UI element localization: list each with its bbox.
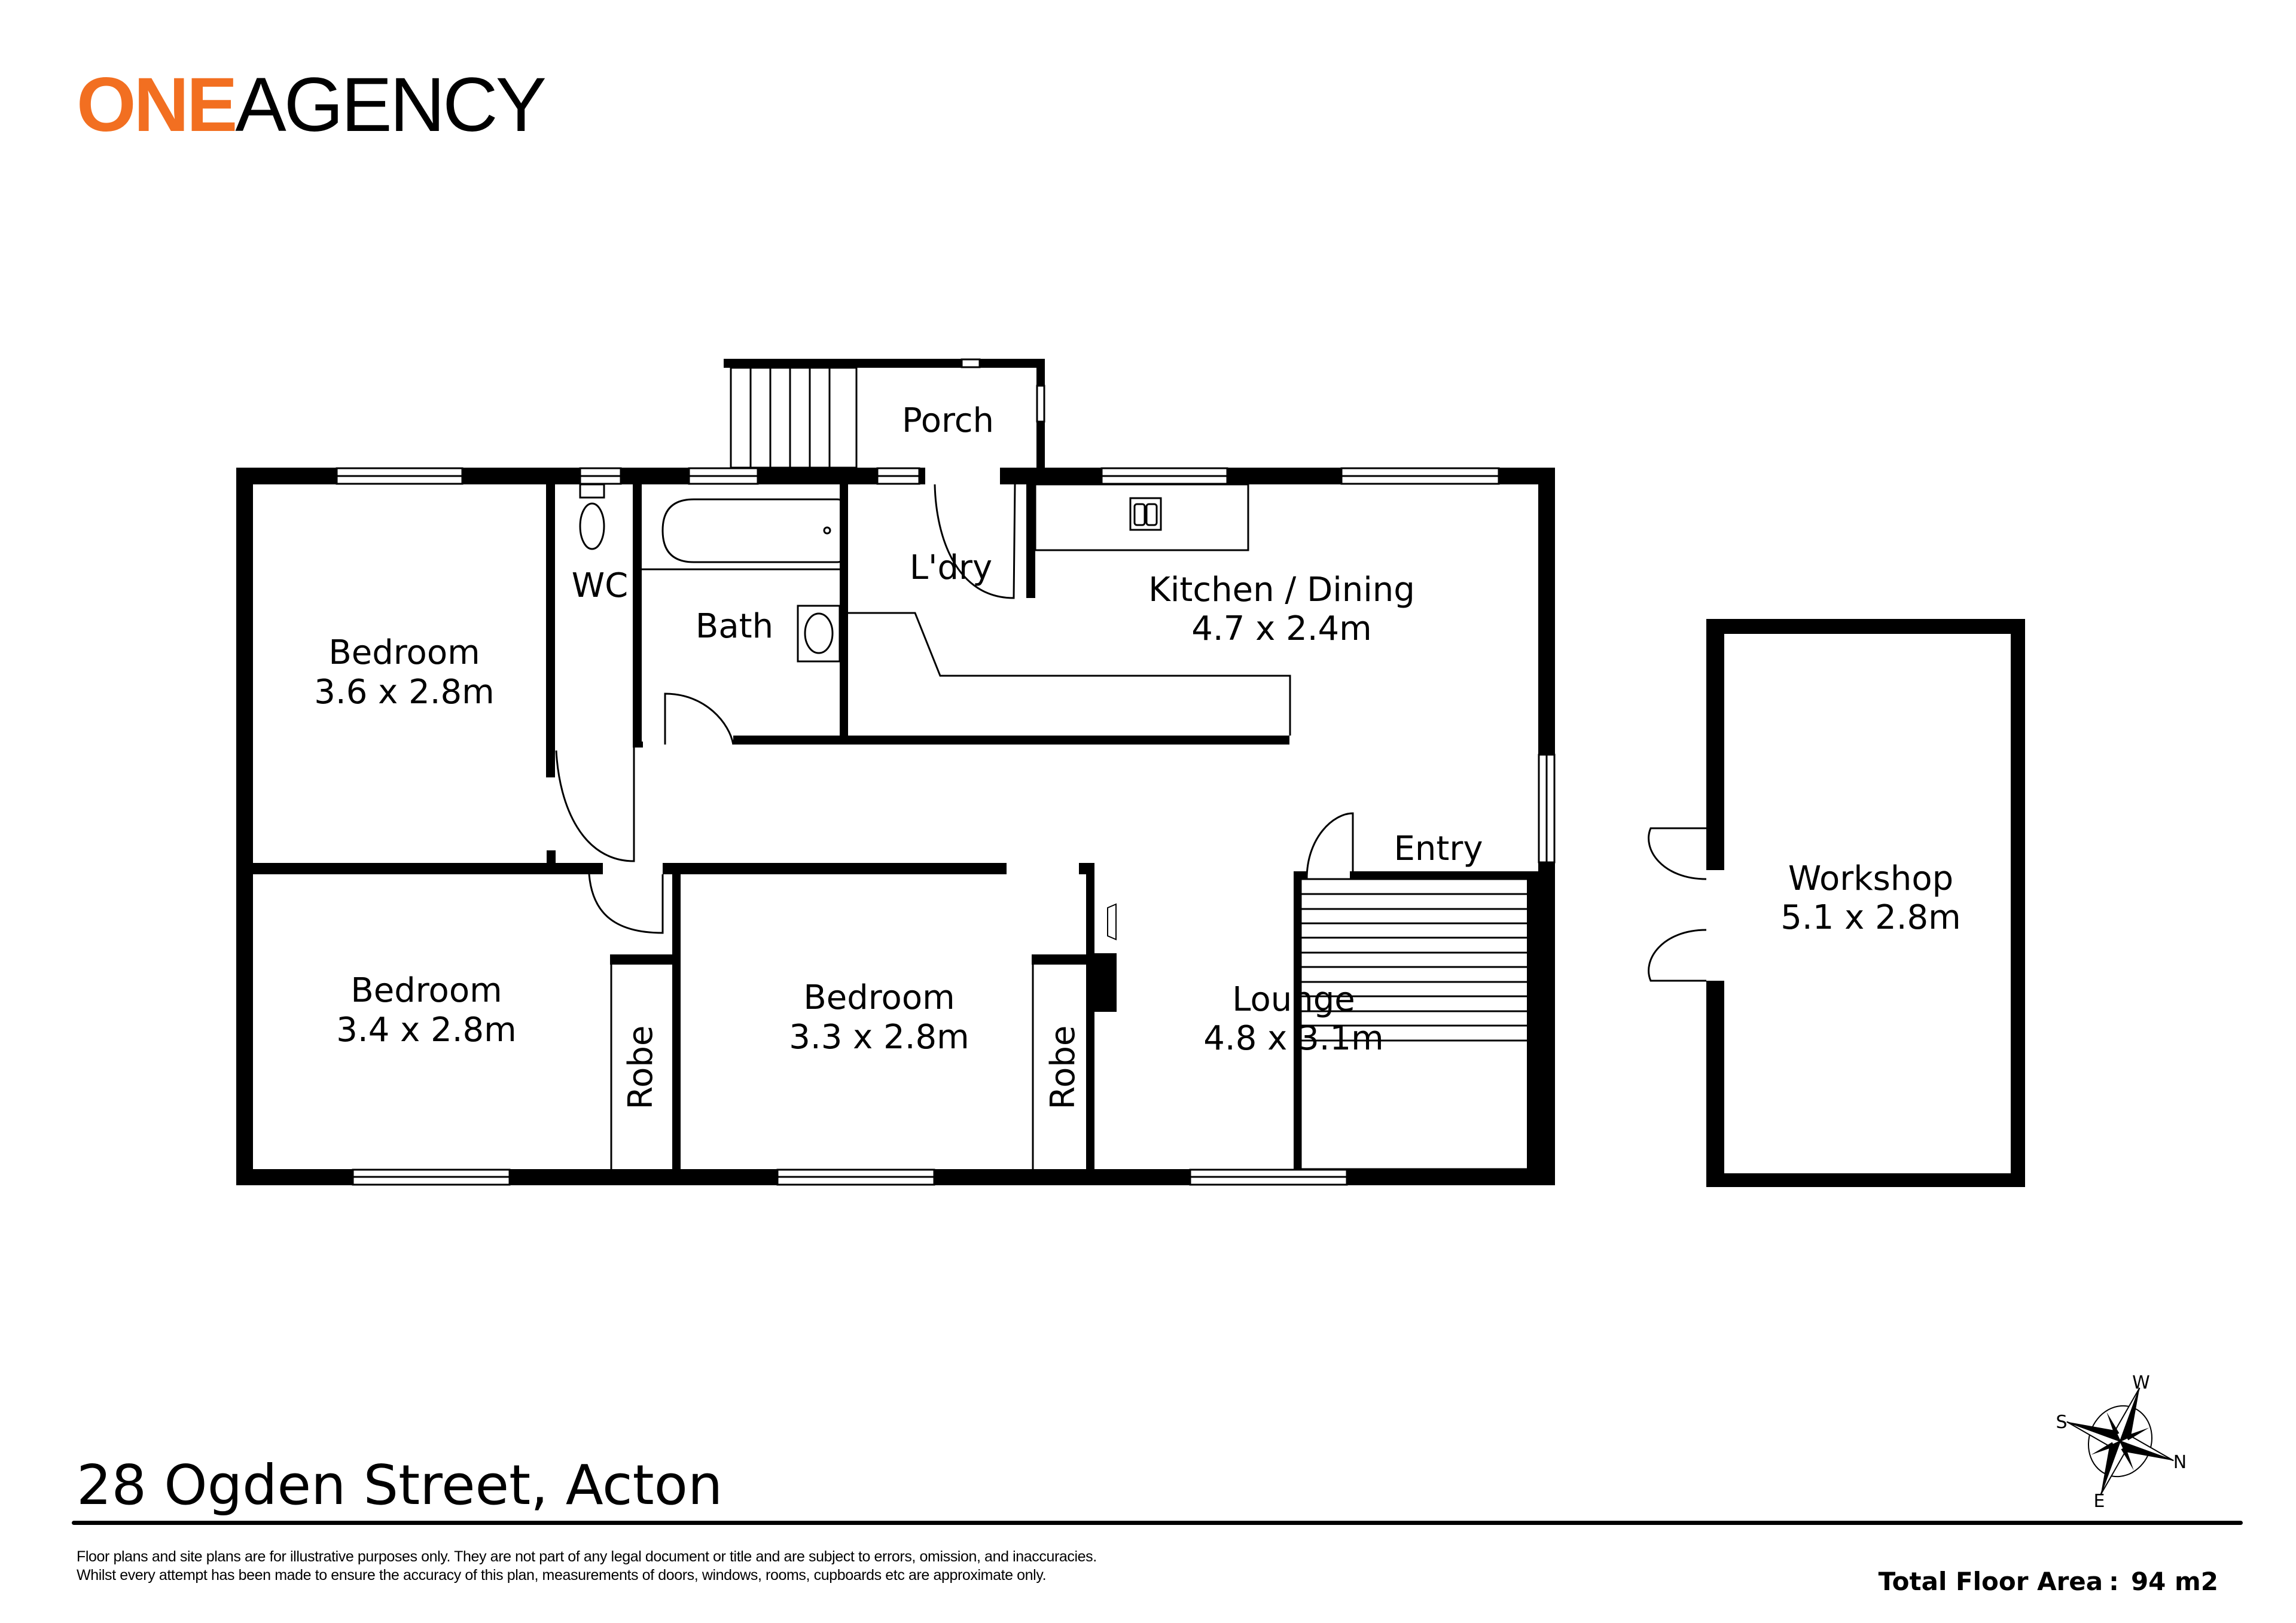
logo-one-text: ONE bbox=[77, 62, 237, 148]
room-name-bath: Bath bbox=[696, 607, 773, 646]
toilet-bowl-icon bbox=[579, 502, 605, 550]
room-size-bedroom-3: 3.3 x 2.8m bbox=[789, 1018, 969, 1057]
bath-drain-icon bbox=[823, 526, 831, 535]
room-name-porch: Porch bbox=[902, 401, 994, 440]
basin-vanity-icon bbox=[797, 605, 841, 663]
room-name-bedroom-2: Bedroom bbox=[350, 971, 502, 1010]
compass-rose-icon bbox=[2066, 1387, 2174, 1495]
compass-north-label: N bbox=[2173, 1452, 2187, 1473]
robes bbox=[610, 965, 1034, 1169]
room-size-bedroom-2: 3.4 x 2.8m bbox=[336, 1011, 516, 1050]
property-address: 28 Ogden Street, Acton bbox=[77, 1453, 723, 1517]
room-size-lounge: 4.8 x 3.1m bbox=[1203, 1019, 1383, 1058]
kitchen-sink-icon bbox=[1129, 497, 1162, 531]
compass-south-label: S bbox=[2056, 1412, 2067, 1433]
room-name-kitchen-dining: Kitchen / Dining bbox=[1148, 571, 1415, 609]
disclaimer-line-2: Whilst every attempt has been made to en… bbox=[77, 1567, 1047, 1584]
footer-divider bbox=[72, 1521, 2243, 1525]
room-name-robe-2: Robe bbox=[1044, 1026, 1083, 1110]
total-area-label: Total Floor Area bbox=[1878, 1567, 2103, 1596]
room-name-lounge: Lounge bbox=[1232, 980, 1355, 1019]
room-name-workshop: Workshop bbox=[1788, 859, 1953, 898]
compass-east-label: E bbox=[2094, 1491, 2105, 1512]
room-name-wc: WC bbox=[572, 566, 628, 605]
room-name-robe-1: Robe bbox=[621, 1026, 660, 1110]
compass-west-label: W bbox=[2132, 1372, 2150, 1393]
logo-agency-text: AGENCY bbox=[235, 62, 547, 148]
windows bbox=[336, 467, 1556, 1186]
workshop-walls bbox=[1648, 619, 2025, 1187]
total-area-value: 94 m2 bbox=[2130, 1567, 2218, 1596]
room-size-kitchen-dining: 4.7 x 2.4m bbox=[1191, 609, 1371, 648]
porch-walls bbox=[724, 358, 1045, 484]
basin-icon bbox=[804, 612, 834, 654]
total-area-separator: : bbox=[2109, 1567, 2119, 1596]
disclaimer-line-1: Floor plans and site plans are for illus… bbox=[77, 1548, 1097, 1565]
total-floor-area: Total Floor Area:94 m2 bbox=[1879, 1567, 2218, 1596]
room-size-bedroom-1: 3.6 x 2.8m bbox=[314, 673, 494, 712]
room-name-entry: Entry bbox=[1394, 829, 1483, 868]
agency-logo: ONEAGENCY bbox=[77, 67, 547, 144]
door-swings bbox=[555, 484, 1354, 934]
room-size-workshop: 5.1 x 2.8m bbox=[1780, 898, 1960, 937]
room-labels: Bedroom 3.6 x 2.8m WC Bath L'dry Porch K… bbox=[314, 401, 1960, 1109]
bathtub-icon bbox=[661, 498, 844, 563]
room-name-bedroom-1: Bedroom bbox=[328, 633, 480, 672]
fixtures bbox=[579, 483, 1291, 736]
room-name-laundry: L'dry bbox=[910, 548, 992, 587]
interior-walls bbox=[253, 484, 1538, 1170]
room-name-bedroom-3: Bedroom bbox=[803, 978, 955, 1017]
disclaimer: Floor plans and site plans are for illus… bbox=[77, 1548, 1097, 1585]
toilet-cistern-icon bbox=[579, 483, 605, 499]
